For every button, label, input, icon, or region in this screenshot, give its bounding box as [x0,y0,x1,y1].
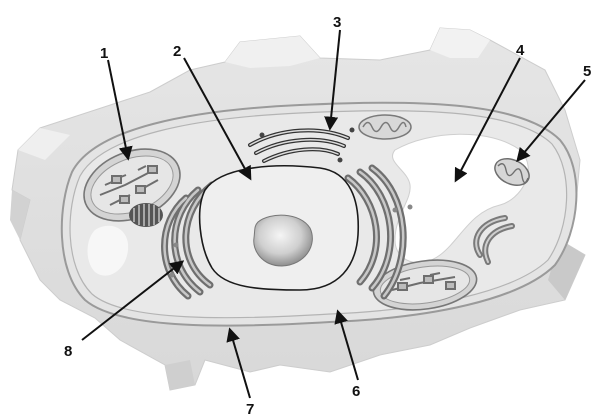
label-1: 1 [100,45,108,62]
label-3: 3 [333,14,341,31]
ribbed-organelle [129,203,163,227]
label-5: 5 [583,63,591,80]
label-2: 2 [173,43,181,60]
label-6: 6 [352,383,360,400]
label-4: 4 [516,42,525,59]
mitochondrion-top [359,115,411,139]
label-7: 7 [246,401,254,418]
label-8: 8 [64,343,72,360]
